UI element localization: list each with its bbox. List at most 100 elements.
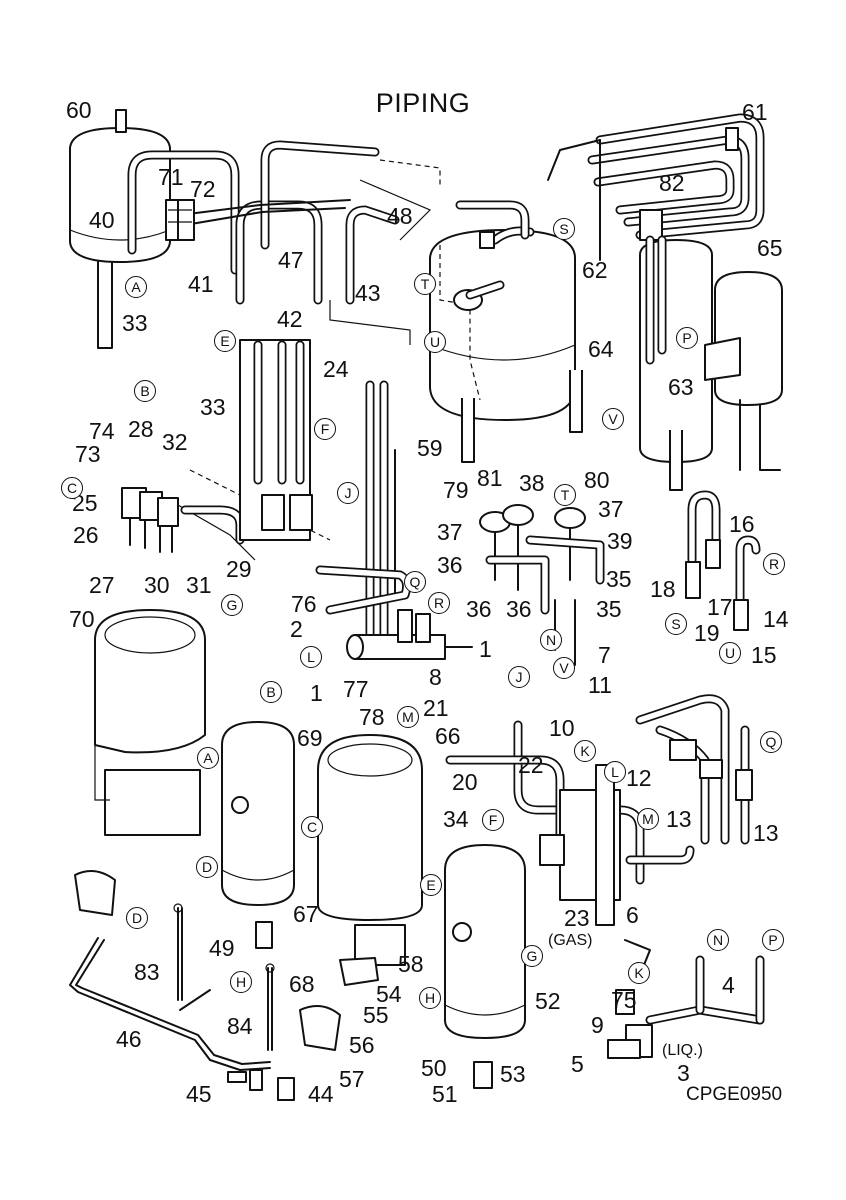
- part-number: 3: [677, 1060, 690, 1086]
- part-number: 37: [598, 496, 624, 522]
- part-number: 63: [668, 374, 694, 400]
- right-side-piping: [635, 694, 753, 845]
- part-number: 46: [116, 1026, 142, 1052]
- connection-marker: L: [300, 646, 322, 668]
- part-number: 16: [729, 511, 755, 537]
- part-number: 65: [757, 235, 783, 261]
- wire-harnesses: [173, 903, 275, 1051]
- part-number: 1: [310, 680, 323, 706]
- part-number: 28: [128, 416, 154, 442]
- tank-65: [704, 271, 783, 471]
- connection-marker: V: [553, 657, 575, 679]
- compressor-left: [221, 721, 295, 949]
- part-number: 52: [535, 988, 561, 1014]
- part-number: 71: [158, 164, 184, 190]
- bottom-left-pipe-run: [69, 937, 271, 1083]
- part-number: 84: [227, 1013, 253, 1039]
- part-number: 50: [421, 1055, 447, 1081]
- connection-marker: D: [196, 856, 218, 878]
- mounting-parts: [74, 870, 379, 1101]
- part-number: 80: [584, 467, 610, 493]
- connection-marker: N: [540, 629, 562, 651]
- connection-marker: Q: [760, 731, 782, 753]
- connection-marker: R: [428, 592, 450, 614]
- part-number: 75: [611, 987, 637, 1013]
- part-number: 17: [707, 594, 733, 620]
- connection-marker: H: [230, 971, 252, 993]
- connection-marker: S: [553, 218, 575, 240]
- connection-marker: M: [637, 808, 659, 830]
- part-number: 13: [753, 820, 779, 846]
- part-number: 2: [290, 616, 303, 642]
- part-number: 24: [323, 356, 349, 382]
- part-number: 66: [435, 723, 461, 749]
- drawing-code: CPGE0950: [686, 1084, 783, 1105]
- part-number: 82: [659, 170, 685, 196]
- connection-marker: S: [665, 613, 687, 635]
- part-number: 38: [519, 470, 545, 496]
- part-number: 36: [506, 596, 532, 622]
- part-number: 45: [186, 1081, 212, 1107]
- connection-marker: G: [521, 945, 543, 967]
- part-number: 11: [588, 672, 612, 698]
- part-number: 41: [188, 271, 214, 297]
- part-number: 61: [742, 99, 768, 125]
- part-number: 56: [349, 1032, 375, 1058]
- tank-64: [639, 235, 713, 491]
- part-number: 12: [626, 765, 652, 791]
- connection-marker: U: [424, 331, 446, 353]
- part-number: 13: [666, 806, 692, 832]
- connection-marker: F: [314, 418, 336, 440]
- connection-marker: N: [707, 929, 729, 951]
- part-number: 53: [500, 1061, 526, 1087]
- connection-marker: J: [337, 482, 359, 504]
- compressor-right: [444, 844, 526, 1089]
- part-number: 73: [75, 441, 101, 467]
- part-number: 47: [278, 247, 304, 273]
- part-number: 6: [626, 902, 639, 928]
- connection-marker: C: [301, 816, 323, 838]
- part-number: 33: [200, 394, 226, 420]
- upper-left-piping: [127, 140, 441, 345]
- connection-marker: E: [214, 330, 236, 352]
- part-number: 77: [343, 676, 369, 702]
- part-number: 1: [479, 636, 492, 662]
- compressor-middle: [317, 734, 423, 966]
- part-number: 67: [293, 901, 319, 927]
- heat-exchanger-61: [547, 113, 765, 261]
- part-number: 57: [339, 1066, 365, 1092]
- connection-marker: U: [719, 642, 741, 664]
- connection-marker: F: [482, 809, 504, 831]
- part-number: 22: [518, 752, 544, 778]
- connection-marker: T: [414, 273, 436, 295]
- connection-marker: T: [554, 484, 576, 506]
- part-number: 19: [694, 620, 720, 646]
- part-number: 44: [308, 1081, 334, 1107]
- part-number: 64: [588, 336, 614, 362]
- connection-marker: E: [420, 874, 442, 896]
- part-number: 15: [751, 642, 777, 668]
- part-number: 31: [186, 572, 212, 598]
- part-number: 35: [606, 566, 632, 592]
- part-number: 34: [443, 806, 469, 832]
- connection-marker: K: [574, 740, 596, 762]
- connection-marker: D: [126, 907, 148, 929]
- part-number: 54: [376, 981, 402, 1007]
- part-number: 59: [417, 435, 443, 461]
- part-number: 30: [144, 572, 170, 598]
- part-number: 35: [596, 596, 622, 622]
- part-number: 69: [297, 725, 323, 751]
- part-number: 81: [477, 465, 503, 491]
- part-number: 36: [437, 552, 463, 578]
- part-number: 39: [607, 528, 633, 554]
- connection-marker: J: [508, 666, 530, 688]
- part-number: 29: [226, 556, 252, 582]
- connection-marker: C: [61, 477, 83, 499]
- connection-marker: P: [676, 327, 698, 349]
- connection-marker: M: [397, 706, 419, 728]
- part-number: 23: [564, 905, 590, 931]
- part-number: 76: [291, 591, 317, 617]
- connection-marker: B: [260, 681, 282, 703]
- connection-marker: G: [221, 594, 243, 616]
